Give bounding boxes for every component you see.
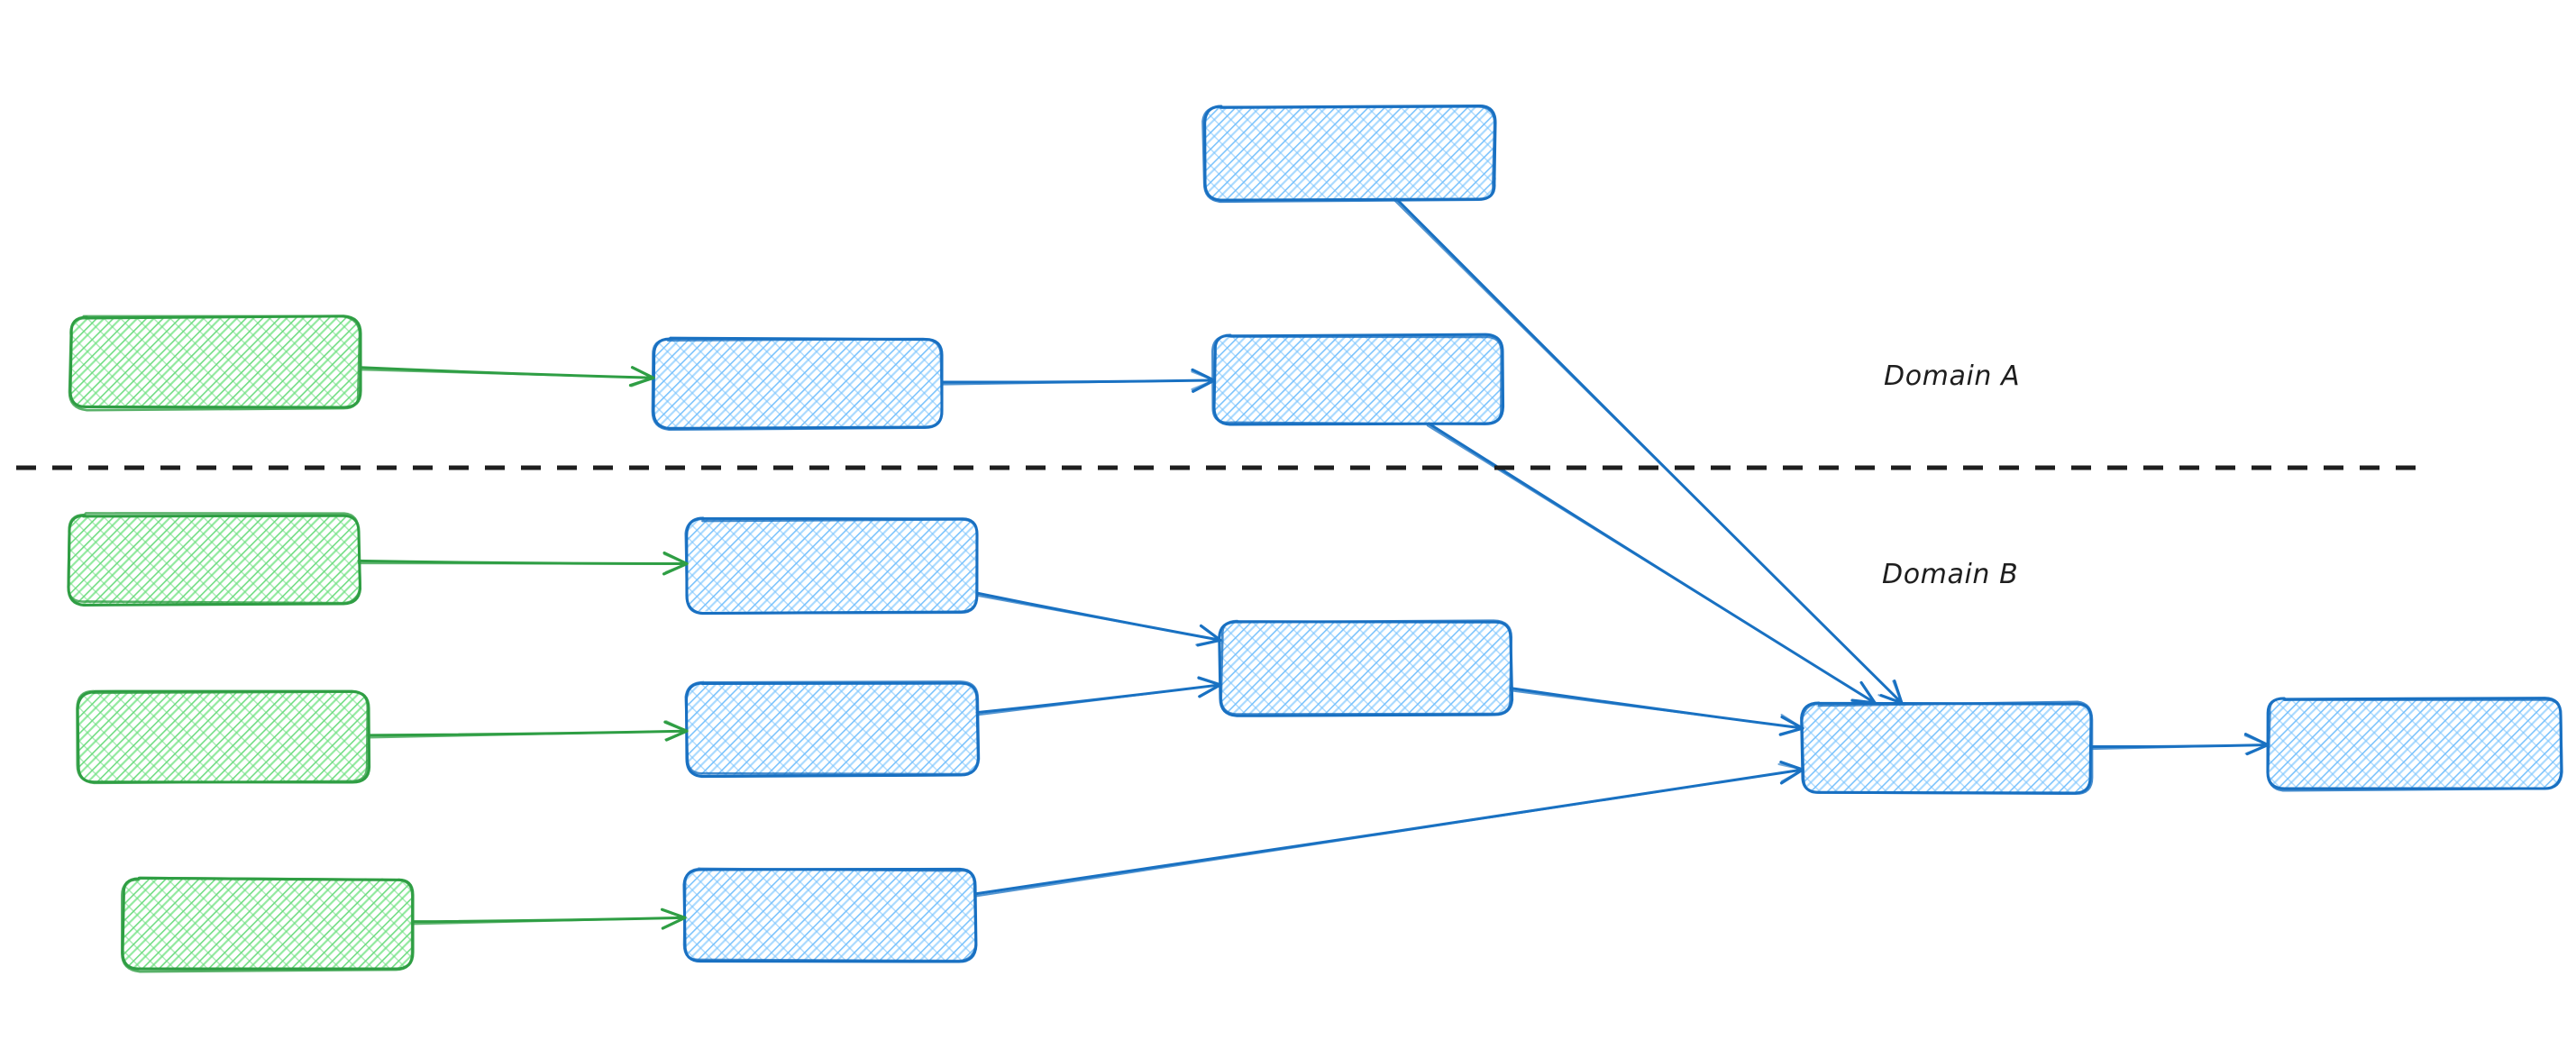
edge-a-src-to-a-mid bbox=[359, 366, 655, 388]
edge-b-st-2-to-b-merge bbox=[975, 676, 1222, 716]
edge-b-st-1-to-b-merge bbox=[975, 591, 1222, 647]
node-b-src-3[interactable] bbox=[121, 876, 415, 973]
edge-a-out-to-b-hub bbox=[1426, 422, 1877, 705]
lane-label-domain-b: Domain B bbox=[1882, 559, 2019, 590]
node-b-src-2[interactable] bbox=[76, 689, 371, 785]
node-a-src[interactable] bbox=[68, 315, 362, 412]
node-b-st-3[interactable] bbox=[682, 867, 978, 963]
lane-label-domain-a: Domain A bbox=[1884, 360, 2021, 392]
edge-a-mid-to-a-out bbox=[940, 368, 1216, 393]
edge-b-src-1-to-b-st-1 bbox=[357, 551, 689, 576]
node-b-merge[interactable] bbox=[1218, 619, 1514, 717]
node-b-hub[interactable] bbox=[1800, 700, 2094, 796]
node-b-final[interactable] bbox=[2266, 697, 2563, 792]
nodes-layer bbox=[67, 105, 2563, 973]
edges-layer bbox=[357, 197, 2270, 930]
node-a-mid[interactable] bbox=[651, 336, 944, 432]
edge-b-merge-to-b-hub bbox=[1509, 687, 1804, 736]
node-a-out[interactable] bbox=[1211, 333, 1505, 426]
node-b-src-1[interactable] bbox=[67, 512, 362, 607]
edge-b-hub-to-b-final bbox=[2089, 733, 2270, 756]
edge-a-top-to-b-hub bbox=[1393, 197, 1904, 705]
node-b-st-1[interactable] bbox=[684, 516, 979, 616]
edge-b-src-2-to-b-st-2 bbox=[367, 720, 689, 742]
node-a-top[interactable] bbox=[1201, 105, 1497, 204]
edge-b-st-3-to-b-hub bbox=[973, 761, 1804, 898]
edge-b-src-3-to-b-st-3 bbox=[411, 908, 687, 930]
node-b-st-2[interactable] bbox=[684, 680, 981, 779]
